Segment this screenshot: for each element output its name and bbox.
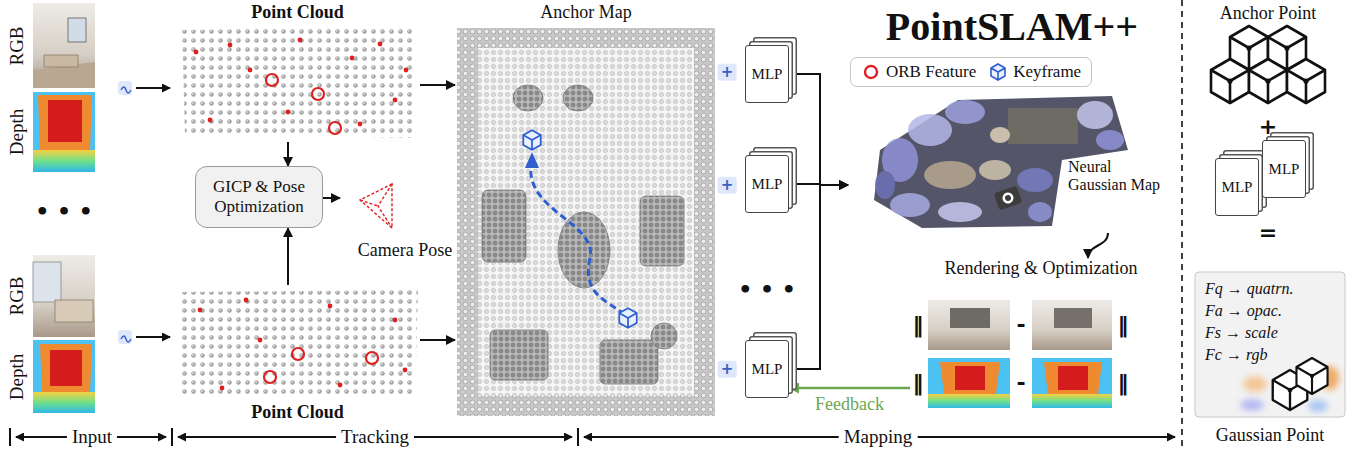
node-text: Fs → scale bbox=[1205, 324, 1278, 342]
node-text: MLP bbox=[752, 361, 783, 378]
equals-sign: = bbox=[1259, 221, 1277, 245]
edge-label: Feedback bbox=[812, 394, 887, 415]
rendering-panel: Rendering & Optimization bbox=[910, 258, 1172, 418]
stage-label: Input bbox=[67, 427, 117, 448]
anchor-map: Anchor Map bbox=[455, 2, 717, 417]
legend-text: Keyframe bbox=[1013, 62, 1081, 82]
node-text: Camera Pose bbox=[340, 240, 470, 261]
flow-arrow bbox=[1088, 233, 1108, 258]
point-cloud-panel: Point Cloud bbox=[175, 2, 420, 142]
legend-item: Keyframe bbox=[988, 62, 1081, 82]
mlp-box: MLP bbox=[1215, 158, 1259, 216]
node-text: Fq → quatrn. bbox=[1205, 280, 1293, 298]
flow-arrow bbox=[287, 228, 289, 285]
mlp-box: MLP bbox=[745, 45, 789, 103]
feedback-arrow bbox=[789, 387, 910, 389]
flow-arrow bbox=[323, 197, 340, 199]
norm-bar: ‖ bbox=[913, 313, 924, 337]
node-text: MLP bbox=[1222, 179, 1253, 196]
norm-bar: ‖ bbox=[1118, 313, 1129, 337]
flow-arrow bbox=[420, 339, 455, 341]
orb-feature-symbol bbox=[861, 62, 881, 82]
node-text: Point Cloud bbox=[175, 402, 420, 423]
node-text: GICP & Pose Optimization bbox=[202, 177, 316, 218]
mlp-box: MLP bbox=[745, 155, 789, 213]
ellipsis: • • • bbox=[738, 278, 796, 302]
keyframe-symbol bbox=[988, 62, 1008, 82]
flow-arrow bbox=[789, 74, 848, 185]
legend-box: ORB Feature Keyframe bbox=[850, 57, 1092, 87]
point-cloud-panel: Point Cloud bbox=[175, 285, 420, 425]
mlp-box: MLP bbox=[1262, 140, 1306, 198]
stage-label: Tracking bbox=[336, 427, 414, 448]
plus-icon: + bbox=[718, 64, 737, 81]
camera-pose: Camera Pose bbox=[340, 170, 470, 265]
figure-title: PointSLAM++ bbox=[886, 3, 1138, 50]
node-text: Gaussian Point bbox=[1175, 425, 1353, 446]
plus-sign: + bbox=[1259, 115, 1277, 139]
node-text: Neural Gaussian Map bbox=[1068, 158, 1168, 195]
node-text: MLP bbox=[752, 176, 783, 193]
norm-bar: ‖ bbox=[913, 371, 924, 395]
node-text: Anchor Map bbox=[455, 2, 717, 23]
node-text: Fc → rgb bbox=[1205, 346, 1268, 364]
panel-heading: Anchor Point bbox=[1220, 4, 1317, 24]
plus-icon: + bbox=[718, 361, 737, 378]
stage-label: Mapping bbox=[839, 427, 918, 448]
process-box: GICP & Pose Optimization bbox=[195, 166, 323, 228]
node-text: MLP bbox=[1269, 161, 1300, 178]
node-text: MLP bbox=[752, 66, 783, 83]
image-label: Depth bbox=[7, 354, 28, 400]
node-text: Fa → opac. bbox=[1205, 302, 1282, 320]
flow-arrow bbox=[789, 185, 848, 369]
image-label: RGB bbox=[7, 26, 28, 65]
minus-sign: - bbox=[1016, 371, 1025, 395]
image-label: RGB bbox=[7, 276, 28, 315]
legend-item: ORB Feature bbox=[861, 62, 976, 82]
node-text: Point Cloud bbox=[175, 2, 420, 23]
legend-text: ORB Feature bbox=[886, 62, 976, 82]
minus-sign: - bbox=[1016, 313, 1025, 337]
image-label: Depth bbox=[7, 109, 28, 155]
ellipsis: • • • bbox=[35, 200, 93, 224]
node-text: Rendering & Optimization bbox=[910, 258, 1172, 279]
gaussian-point-box: Fq → quatrn. Fa → opac. Fs → scale Fc → rgb… bbox=[1195, 272, 1345, 417]
flow-arrow bbox=[287, 142, 289, 166]
mlp-box: MLP bbox=[745, 340, 789, 398]
plus-icon: + bbox=[718, 177, 737, 194]
norm-bar: ‖ bbox=[1118, 371, 1129, 395]
flow-arrow bbox=[420, 84, 455, 86]
neural-gaussian-map: Neural Gaussian Map bbox=[848, 88, 1175, 233]
